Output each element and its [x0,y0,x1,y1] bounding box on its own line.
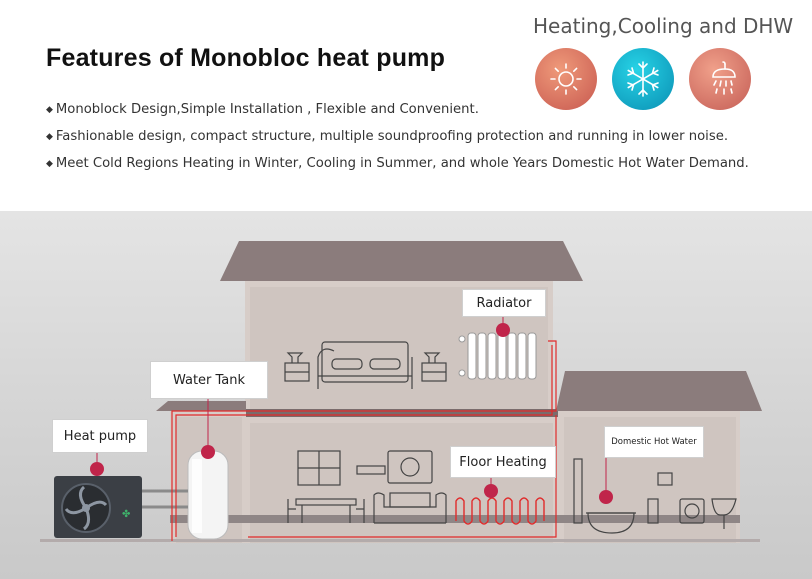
house-diagram: ✤ [40,241,762,543]
marker-layer [90,311,613,504]
bathroom-furniture [573,458,737,534]
water-tank-marker [201,445,215,459]
page-title: Features of Monobloc heat pump [46,44,446,72]
feature-text: Meet Cold Regions Heating in Winter, Coo… [55,156,749,171]
bullet-icon: ◆ [46,105,53,115]
floor-heating-callout: Floor Heating [450,446,556,478]
feature-item: ◆Meet Cold Regions Heating in Winter, Co… [46,155,749,182]
feature-list: ◆Monoblock Design,Simple Installation , … [46,101,749,182]
upper-floor-slab [242,409,558,417]
feature-item: ◆Fashionable design, compact structure, … [46,128,749,155]
floor-heating-marker [484,484,498,498]
house-scene: ✤ [0,211,812,579]
radiator-callout: Radiator [462,289,546,317]
feature-item: ◆Monoblock Design,Simple Installation , … [46,101,749,128]
header-tagline: Heating,Cooling and DHW [533,14,794,38]
heat-pump-unit: ✤ [54,476,142,538]
dhw-marker [599,490,613,504]
connection-pipes [142,489,188,509]
right-roof [556,371,762,411]
bullet-icon: ◆ [46,132,53,142]
main-roof [220,241,583,281]
svg-text:✤: ✤ [122,509,130,520]
circuit-pipes [171,340,557,541]
cooling-badge [612,48,674,110]
heat-pump-marker [90,462,104,476]
bedroom-furniture [284,341,447,389]
floor-heating-coil [455,497,545,525]
feature-text: Fashionable design, compact structure, m… [55,129,729,144]
living-room-furniture [287,450,447,524]
dhw-badge [689,48,751,110]
heating-badge [535,48,597,110]
bullet-icon: ◆ [46,159,53,169]
snowflake-icon [627,61,659,97]
dhw-callout: Domestic Hot Water [604,426,704,458]
water-tank-callout: Water Tank [150,361,268,399]
radiator-marker [496,323,510,337]
heat-pump-callout: Heat pump [52,419,148,453]
ground-slab [170,515,740,523]
sun-icon [550,63,582,95]
feature-text: Monoblock Design,Simple Installation , F… [55,102,479,117]
shower-icon [712,61,736,95]
left-roof [156,401,246,411]
radiator-unit [458,332,537,380]
